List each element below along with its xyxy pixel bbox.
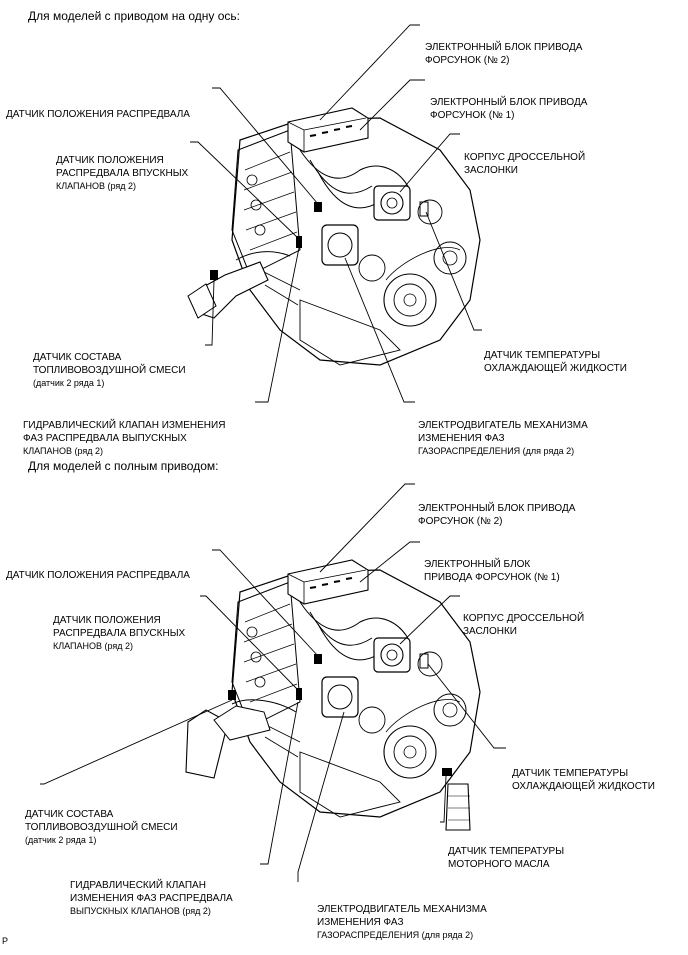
exhaust-illustration-2wd <box>187 251 291 319</box>
section-heading-2wd: Для моделей с приводом на одну ось: <box>28 9 240 23</box>
leader-lines-2wd <box>190 24 482 403</box>
section-heading-4wd: Для моделей с полным приводом: <box>28 459 219 473</box>
label-camshaft-position-sensor: ДАТЧИК ПОЛОЖЕНИЯ РАСПРЕДВАЛА <box>6 570 190 581</box>
engine-illustration-4wd <box>231 559 481 818</box>
footer-code: P <box>2 936 9 946</box>
label-camshaft-position-sensor: ДАТЧИК ПОЛОЖЕНИЯ РАСПРЕДВАЛА <box>6 109 190 120</box>
leader-lines-4wd <box>40 483 506 882</box>
